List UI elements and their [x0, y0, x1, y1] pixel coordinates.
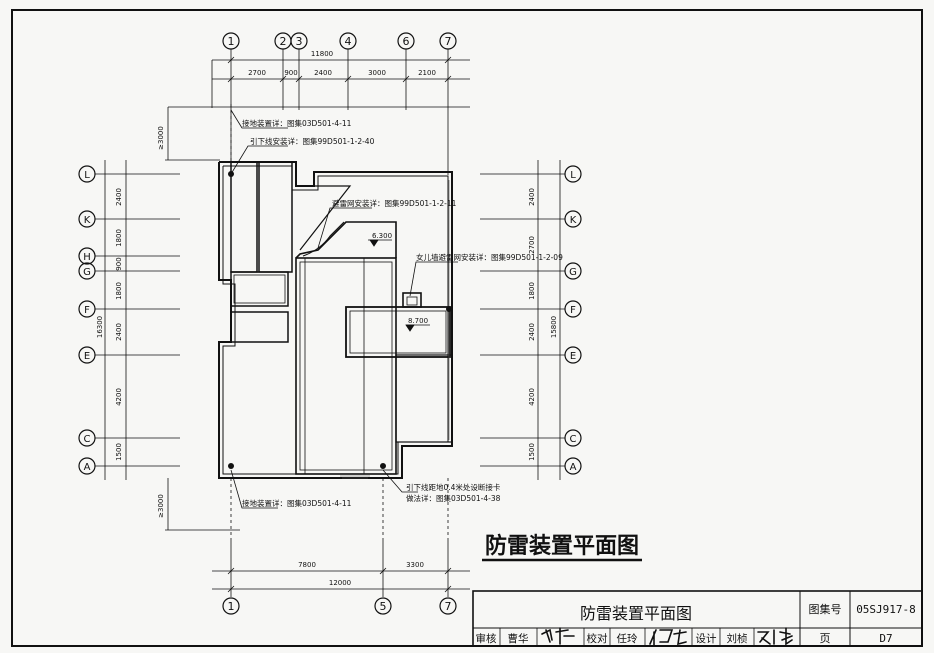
down-conductor-points: [228, 171, 452, 469]
dim-bottom-seg-2: 3300: [406, 561, 424, 569]
page-label: 页: [820, 632, 831, 645]
design-label: 设计: [696, 632, 717, 645]
dim-left-overall: 16300: [96, 316, 104, 338]
grid-left-H: H: [83, 252, 91, 263]
grid-left-E: E: [84, 351, 90, 362]
dim-left-seg-4: 1800: [115, 282, 123, 300]
note-ground-bottom: 接地装置详：图集03D501-4-11: [242, 498, 352, 508]
dim-top-seg-3: 2400: [314, 69, 332, 77]
top-axis-bubbles: [222, 32, 457, 50]
check-signature: [649, 629, 687, 647]
left-dimension-lines: [95, 160, 180, 480]
grid-left-G: G: [83, 267, 91, 278]
dim-right-seg-3: 1800: [528, 282, 536, 300]
dim-right-seg-2: 2700: [528, 236, 536, 254]
grid-right-C: C: [570, 434, 577, 445]
design-name: 刘桢: [727, 632, 748, 645]
right-axis-bubbles: [564, 165, 582, 475]
design-signature: [757, 627, 793, 646]
dim-top-seg-4: 3000: [368, 69, 386, 77]
dim-left-seg-7: 1500: [115, 443, 123, 461]
signatures: [541, 627, 793, 647]
dim-left-seg-5: 2400: [115, 323, 123, 341]
grid-bottom-1: 1: [228, 600, 235, 613]
dim-right-seg-1: 2400: [528, 188, 536, 206]
dim-right-seg-5: 4200: [528, 388, 536, 406]
sheet-border: [11, 9, 923, 647]
dim-left-seg-1: 2400: [115, 188, 123, 206]
dim-right-overall: 15800: [550, 316, 558, 338]
title-block-title: 防雷装置平面图: [580, 604, 692, 623]
clear-top-label: ≥3000: [157, 126, 165, 150]
grid-top-3: 3: [296, 35, 303, 48]
grid-left-C: C: [84, 434, 91, 445]
dim-top-overall: 11800: [311, 50, 333, 58]
dim-bottom-seg-1: 7800: [298, 561, 316, 569]
bottom-dimension-lines: [212, 540, 470, 597]
grid-right-G: G: [569, 267, 577, 278]
elevation-markers: [368, 239, 430, 332]
right-dimension-lines: [480, 160, 565, 480]
grid-left-A: A: [84, 462, 91, 473]
dashed-guides: [230, 104, 449, 540]
grid-left-L: L: [84, 170, 90, 181]
grid-top-7: 7: [445, 35, 452, 48]
main-title: 防雷装置平面图: [485, 534, 639, 559]
atlas-label: 图集号: [809, 602, 842, 616]
dim-top-seg-5: 2100: [418, 69, 436, 77]
dim-left-seg-2: 1800: [115, 229, 123, 247]
grid-bottom-7: 7: [445, 600, 452, 613]
grid-right-L: L: [570, 170, 576, 181]
note-parapet-mesh: 女儿墙避雷网安装详：图集99D501-1-2-09: [416, 252, 563, 262]
title-block: [472, 590, 923, 647]
elevation-6300: 6.300: [372, 232, 392, 240]
review-signature: [541, 627, 575, 645]
check-name: 任玲: [617, 632, 638, 645]
grid-left-F: F: [84, 305, 90, 316]
note-test-joint-2: 做法详：图集03D501-4-38: [406, 493, 501, 503]
note-ground-top: 接地装置详：图集03D501-4-11: [242, 118, 352, 128]
grid-top-4: 4: [345, 35, 352, 48]
top-clearance-dim: [165, 107, 220, 161]
dim-top-seg-2: 900: [284, 69, 297, 77]
grid-left-K: K: [84, 215, 91, 226]
grid-top-6: 6: [403, 35, 410, 48]
grid-top-1: 1: [228, 35, 235, 48]
review-label: 审核: [476, 632, 497, 645]
grid-right-F: F: [570, 305, 576, 316]
note-lightning-mesh: 避雷网安装详：图集99D501-1-2-11: [332, 198, 457, 208]
dim-left-seg-3: 900: [115, 257, 123, 270]
grid-right-A: A: [570, 462, 577, 473]
bottom-clearance-dim: [165, 478, 240, 531]
bottom-axis-bubbles: [222, 597, 457, 615]
leader-lines: [230, 109, 458, 509]
top-dimension-lines: [168, 49, 470, 175]
check-label: 校对: [587, 632, 608, 645]
building-outline: [218, 161, 453, 479]
dim-right-seg-4: 2400: [528, 323, 536, 341]
elevation-8700: 8.700: [408, 317, 428, 325]
review-name: 曹华: [508, 632, 529, 645]
dim-left-seg-6: 4200: [115, 388, 123, 406]
grid-right-K: K: [570, 215, 577, 226]
grid-bottom-5: 5: [380, 600, 387, 613]
dim-top-seg-1: 2700: [248, 69, 266, 77]
atlas-number: 05SJ917-8: [856, 603, 916, 616]
dim-right-seg-6: 1500: [528, 443, 536, 461]
clear-bottom-label: ≥3000: [157, 494, 165, 518]
note-down-conductor: 引下线安装详：图集99D501-1-2-40: [250, 136, 375, 146]
left-axis-bubbles: [78, 165, 96, 475]
grid-right-E: E: [570, 351, 576, 362]
page-number: D7: [879, 632, 892, 645]
dim-bottom-overall: 12000: [329, 579, 351, 587]
wall-hatch: [340, 180, 450, 479]
note-test-joint-1: 引下线距地0.4米处设断接卡: [406, 482, 501, 492]
grid-top-2: 2: [280, 35, 287, 48]
